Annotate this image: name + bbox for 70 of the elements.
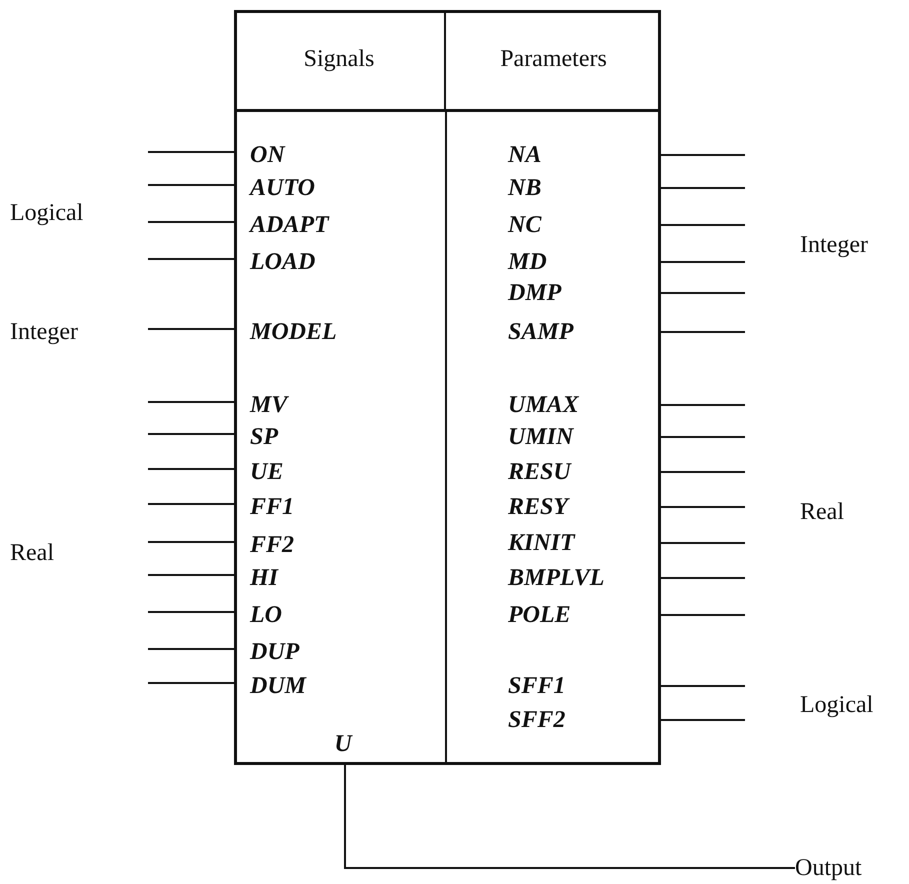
signal-line xyxy=(661,404,745,406)
signal-line xyxy=(661,331,745,333)
signal-type-label: Integer xyxy=(800,231,868,259)
signal-type-label: Real xyxy=(10,539,54,567)
signal-line xyxy=(661,577,745,579)
signal-line xyxy=(148,648,234,650)
parameter-name: BMPLVL xyxy=(508,564,604,592)
signal-name: DUP xyxy=(250,638,300,666)
signal-name: FF1 xyxy=(250,493,294,521)
signal-type-label: Logical xyxy=(10,199,84,227)
signal-line xyxy=(148,433,234,435)
signal-line xyxy=(148,184,234,186)
signal-line xyxy=(661,542,745,544)
parameter-name: MD xyxy=(508,248,547,276)
output-port-name: U xyxy=(318,728,368,760)
signal-line xyxy=(661,261,745,263)
parameter-name: SFF1 xyxy=(508,672,566,700)
output-line xyxy=(344,765,795,869)
signal-line xyxy=(148,258,234,260)
signal-name: DUM xyxy=(250,672,306,700)
signal-name: FF2 xyxy=(250,531,294,559)
signal-line xyxy=(148,151,234,153)
signal-name: AUTO xyxy=(250,174,315,202)
signal-line xyxy=(148,682,234,684)
signal-line xyxy=(661,187,745,189)
signal-line xyxy=(661,224,745,226)
signal-line xyxy=(148,328,234,330)
function-block xyxy=(234,10,661,765)
signal-line xyxy=(148,401,234,403)
signal-line xyxy=(661,436,745,438)
signal-type-label: Logical xyxy=(800,691,874,719)
signal-name: LOAD xyxy=(250,248,316,276)
parameter-name: DMP xyxy=(508,279,562,307)
column-header: Signals xyxy=(234,10,446,112)
parameter-name: SFF2 xyxy=(508,706,566,734)
signal-line xyxy=(661,614,745,616)
parameter-name: UMAX xyxy=(508,391,579,419)
signal-name: MODEL xyxy=(250,318,337,346)
parameter-name: NA xyxy=(508,141,542,169)
parameter-name: KINIT xyxy=(508,529,575,557)
signal-line xyxy=(148,468,234,470)
signal-line xyxy=(148,503,234,505)
signal-line xyxy=(661,685,745,687)
signal-line xyxy=(661,471,745,473)
signal-line xyxy=(661,506,745,508)
signal-name: LO xyxy=(250,601,282,629)
signal-name: SP xyxy=(250,423,278,451)
signal-line xyxy=(148,221,234,223)
parameter-name: SAMP xyxy=(508,318,574,346)
signal-line xyxy=(148,574,234,576)
signal-name: UE xyxy=(250,458,284,486)
signal-name: ADAPT xyxy=(250,211,329,239)
signal-line xyxy=(148,541,234,543)
output-label: Output xyxy=(795,852,905,884)
parameter-name: POLE xyxy=(508,601,571,629)
signal-name: ON xyxy=(250,141,285,169)
column-header: Parameters xyxy=(446,10,661,112)
parameter-name: NB xyxy=(508,174,542,202)
signal-line xyxy=(661,292,745,294)
parameter-name: UMIN xyxy=(508,423,574,451)
parameter-name: NC xyxy=(508,211,542,239)
signal-line xyxy=(661,719,745,721)
parameter-name: RESU xyxy=(508,458,571,486)
signal-line xyxy=(148,611,234,613)
signal-line xyxy=(661,154,745,156)
parameter-name: RESY xyxy=(508,493,568,521)
signal-name: HI xyxy=(250,564,278,592)
signal-type-label: Integer xyxy=(10,318,78,346)
signal-type-label: Real xyxy=(800,498,844,526)
signal-name: MV xyxy=(250,391,288,419)
